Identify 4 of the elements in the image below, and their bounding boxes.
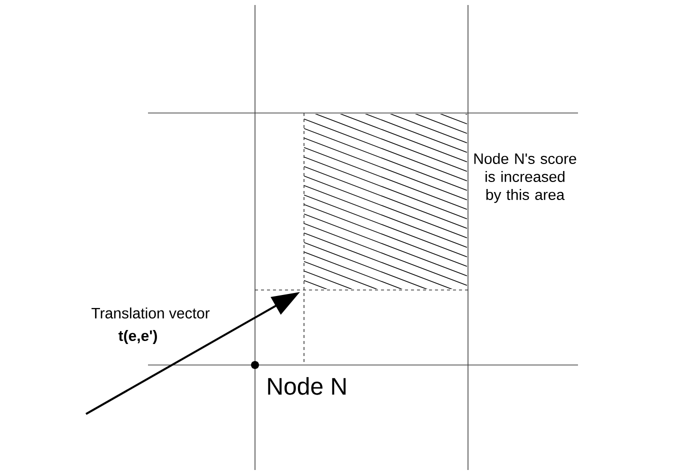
text-label: Node N xyxy=(268,377,346,395)
text-label: t(e,e') xyxy=(118,330,157,344)
text-label: Node N's score is increased by this area xyxy=(474,153,576,203)
text-label: Translation vector xyxy=(92,308,210,318)
